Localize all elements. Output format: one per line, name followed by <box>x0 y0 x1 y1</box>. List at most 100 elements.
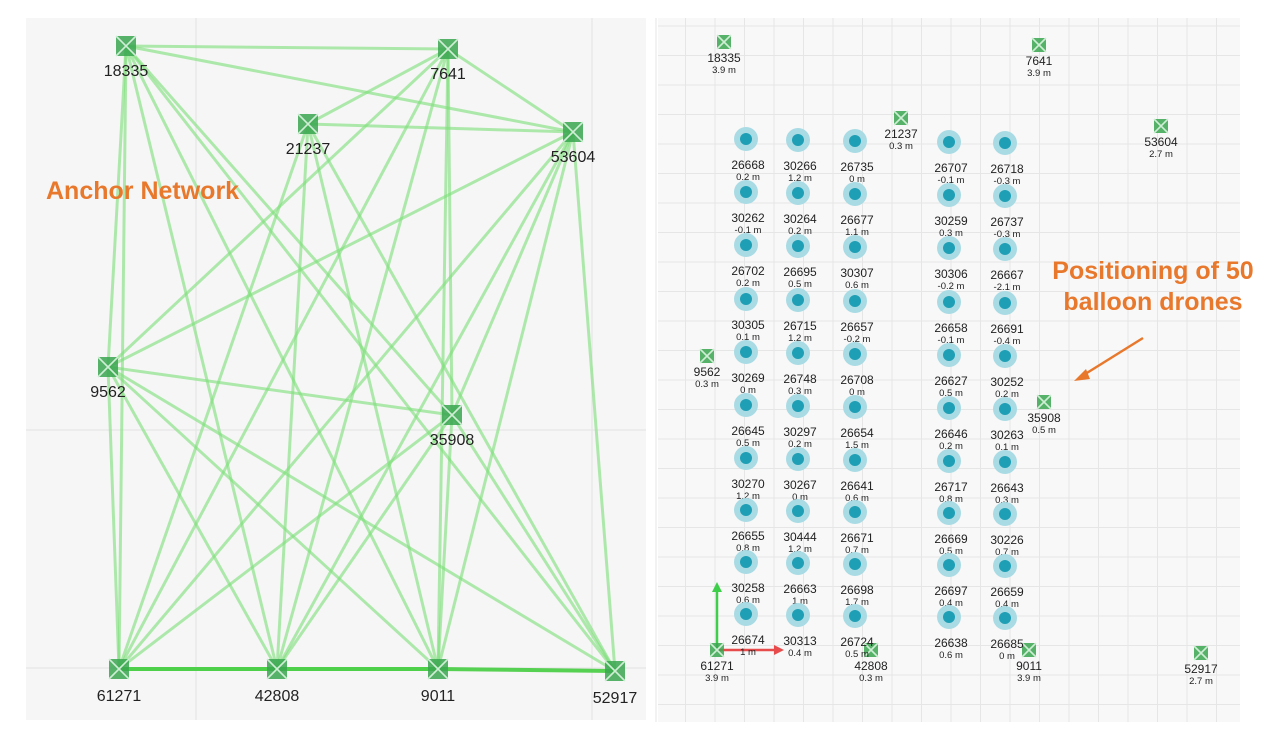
drone-26707[interactable]: 26707-0.1 m <box>934 130 968 186</box>
drone-id-label: 26702 <box>731 264 765 278</box>
drone-height-label: 0.2 m <box>939 441 963 452</box>
drone-30262[interactable]: 30262-0.1 m <box>731 180 765 236</box>
drone-core <box>740 504 752 516</box>
drone-26718[interactable]: 26718-0.3 m <box>990 131 1024 187</box>
anchor-21237[interactable]: 21237 <box>286 113 331 158</box>
anchor-9011[interactable]: 9011 <box>421 658 456 705</box>
anchor-42808[interactable]: 42808 <box>255 658 300 705</box>
drone-core <box>999 190 1011 202</box>
drone-id-label: 26717 <box>934 480 968 494</box>
drone-height-label: 0.3 m <box>939 228 963 239</box>
drone-26667[interactable]: 26667-2.1 m <box>990 237 1024 293</box>
drone-26658[interactable]: 26658-0.1 m <box>934 290 968 346</box>
drone-id-label: 26654 <box>840 426 874 440</box>
anchor-link-9562-52917 <box>107 365 616 673</box>
drone-height-label: 0.2 m <box>736 278 760 289</box>
anchor-id-label: 53604 <box>1144 135 1178 149</box>
drone-height-label: 1.2 m <box>788 333 812 344</box>
anchor-52917[interactable]: 52917 <box>593 660 638 707</box>
drone-height-label: 0 m <box>740 385 756 396</box>
drone-height-label: 0.6 m <box>845 493 869 504</box>
drone-26691[interactable]: 26691-0.4 m <box>990 291 1024 347</box>
drone-core <box>943 559 955 571</box>
drone-id-label: 26724 <box>840 635 874 649</box>
drone-id-label: 26638 <box>934 636 968 650</box>
drone-30306[interactable]: 30306-0.2 m <box>934 236 968 292</box>
anchor-label: 42808 <box>255 688 300 705</box>
anchor-id-label: 61271 <box>700 659 734 673</box>
anchor-link-35908-61271 <box>118 413 453 671</box>
anchor-7641[interactable]: 7641 <box>430 38 466 83</box>
anchor-53604[interactable]: 53604 <box>551 121 596 166</box>
drone-height-label: -0.1 m <box>938 335 965 346</box>
drone-id-label: 26627 <box>934 374 968 388</box>
anchor-link-18335-7641 <box>125 44 449 51</box>
anchor-link-9011-52917 <box>437 667 616 673</box>
drone-core <box>999 508 1011 520</box>
anchor-35908[interactable]: 35908 <box>430 404 475 449</box>
anchor-9562[interactable]: 9562 <box>90 356 126 401</box>
drone-26737[interactable]: 26737-0.3 m <box>990 184 1024 240</box>
drone-height-label: 0.5 m <box>736 438 760 449</box>
anchor-18335[interactable]: 18335 <box>104 35 149 80</box>
drone-id-label: 26659 <box>990 585 1024 599</box>
drone-core <box>999 243 1011 255</box>
anchor-61271[interactable]: 61271 <box>97 658 142 705</box>
drone-id-label: 26669 <box>934 532 968 546</box>
drone-id-label: 26677 <box>840 213 874 227</box>
drone-26657[interactable]: 26657-0.2 m <box>840 289 874 345</box>
anchor-link-9562-61271 <box>106 366 121 670</box>
